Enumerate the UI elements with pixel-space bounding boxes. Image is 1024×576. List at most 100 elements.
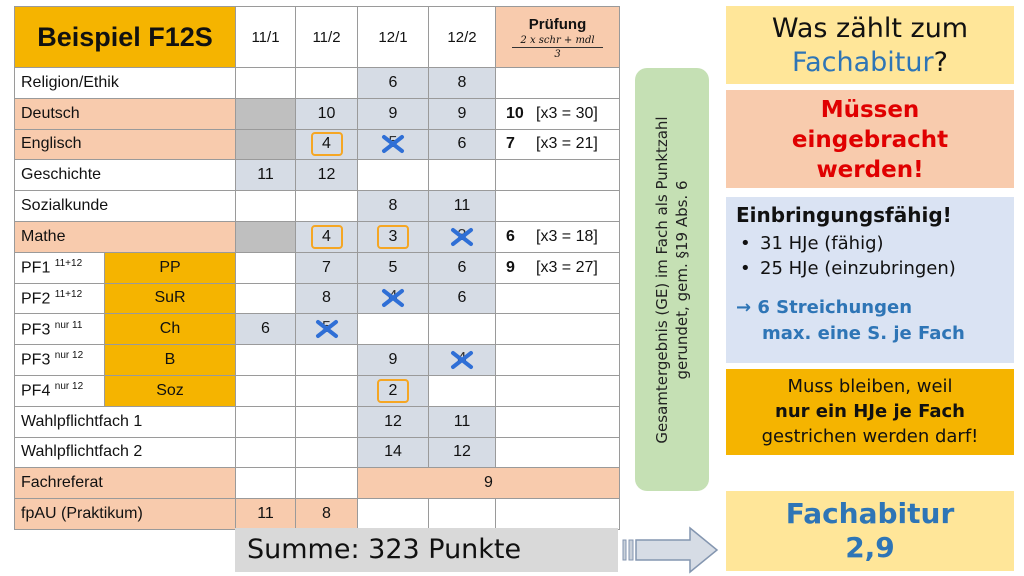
subject-scope: 11+12 [54,258,83,270]
struck-grade: 5 [314,319,340,339]
exam-value: 10 [506,104,524,122]
vertical-note-line: gerundet, gem. §19 Abs. 6 [673,179,691,380]
grade-cell [428,498,496,530]
exam-cell [495,405,620,438]
list-item: 31 HJe (fähig) [736,231,1006,256]
subject-cell: Sozialkunde [14,190,236,222]
grade-cell [295,344,358,376]
question-line1: Was zählt zum [771,13,969,44]
exam-header-label: Prüfung [528,16,587,33]
list-item: 25 HJe (einzubringen) [736,256,1006,281]
grade-cell: 11 [428,190,496,222]
grade-cell [235,467,296,500]
table-row: PF3 nur 12 B 9 4 [14,344,620,376]
subject-cell: PF3 nur 12 [14,344,105,376]
referat-value-cell: 9 [357,467,620,500]
grade-cell [235,405,296,438]
subject-scope: nur 11 [54,319,83,331]
table-row: PF1 11+12 PP 7 5 6 9[x3 = 27] [14,251,620,284]
grade-cell: 11 [235,498,296,530]
exam-formula-denominator: 3 [554,49,561,60]
subject-cell: Religion/Ethik [14,67,236,99]
grade-cell: 12 [295,159,358,192]
strike-info-line2: max. eine S. je Fach [762,323,965,344]
course-cell: B [104,344,236,376]
exam-cell [495,67,620,99]
struck-grade: 4 [449,350,475,370]
exam-value: 6 [506,227,515,245]
exam-cell [495,190,620,222]
highlighted-grade: 4 [310,224,343,249]
subject-cell: fpAU (Praktikum) [14,498,236,530]
grade-cell: 3 [357,220,429,253]
exam-cell [495,313,620,346]
grade-cell: 5 [357,128,429,161]
grade-cell [295,67,358,99]
grade-cell: 5 [295,313,358,346]
table-row: Geschichte 11 12 [14,159,620,192]
exam-value: 7 [506,135,515,153]
struck-grade: 4 [380,288,406,308]
grade-cell: 4 [357,282,429,315]
grade-cell [428,374,496,407]
einbringung-title: Einbringungsfähig! [736,203,952,227]
subject-name: PF2 [21,290,51,308]
grade-cell [295,436,358,469]
grade-cell: 8 [295,498,358,530]
vertical-note-text: Gesamtergebnis (GE) im Fach als Punktzah… [652,80,692,480]
grade-cell [235,374,296,407]
subject-cell: Fachreferat [14,467,236,500]
exam-cell [495,498,620,530]
grade-cell [357,313,429,346]
grade-cell: 4 [428,344,496,376]
subject-cell: PF2 11+12 [14,282,105,315]
table-title: Beispiel F12S [14,6,236,68]
grade-cell: 5 [357,251,429,284]
exam-header: Prüfung 2 x schr + mdl 3 [495,6,620,68]
table-row: Wahlpflichtfach 2 14 12 [14,436,620,469]
grade-cell [295,405,358,438]
exam-cell [495,374,620,407]
subject-cell: PF3 nur 11 [14,313,105,346]
grade-cell: 9 [357,344,429,376]
grade-cell [235,220,296,253]
strike-x-icon [315,320,338,339]
course-cell: Ch [104,313,236,346]
grade-cell [428,159,496,192]
strike-x-icon [382,289,404,308]
grade-cell: 2 [357,374,429,407]
exam-calc: [x3 = 27] [536,258,598,276]
grade-cell [235,282,296,315]
grade-cell: 11 [428,405,496,438]
grade-cell [235,67,296,99]
grade-cell [235,128,296,161]
einbringung-box: Einbringungsfähig! 31 HJe (fähig) 25 HJe… [726,197,1014,363]
question-mark: ? [933,47,948,78]
grade-cell: 14 [357,436,429,469]
subject-cell: Wahlpflichtfach 2 [14,436,236,469]
strike-info-line1: 6 Streichungen [757,297,913,318]
grade-cell: 6 [235,313,296,346]
strike-x-icon [451,227,473,246]
semester-header: 11/2 [295,6,358,68]
subject-cell: Deutsch [14,97,236,130]
grade-cell: 6 [357,67,429,99]
semester-header: 11/1 [235,6,296,68]
subject-cell: PF4 nur 12 [14,374,105,407]
exam-cell [495,436,620,469]
grade-cell [295,190,358,222]
exam-calc: [x3 = 21] [536,135,598,153]
subject-cell: Englisch [14,128,236,161]
grade-cell [235,344,296,376]
table-row: PF3 nur 11 Ch 6 5 [14,313,620,346]
exam-cell [495,282,620,315]
grade-cell: 12 [357,405,429,438]
einbringung-list: 31 HJe (fähig) 25 HJe (einzubringen) [736,231,1006,281]
grade-cell [428,313,496,346]
grade-table: Beispiel F12S 11/1 11/2 12/1 12/2 Prüfun… [14,6,620,530]
grade-cell: 4 [295,128,358,161]
grade-cell: 8 [295,282,358,315]
table-row: PF4 nur 12 Soz 2 [14,374,620,407]
grade-cell: 8 [357,190,429,222]
table-row: Mathe 4 3 3 6[x3 = 18] [14,220,620,253]
